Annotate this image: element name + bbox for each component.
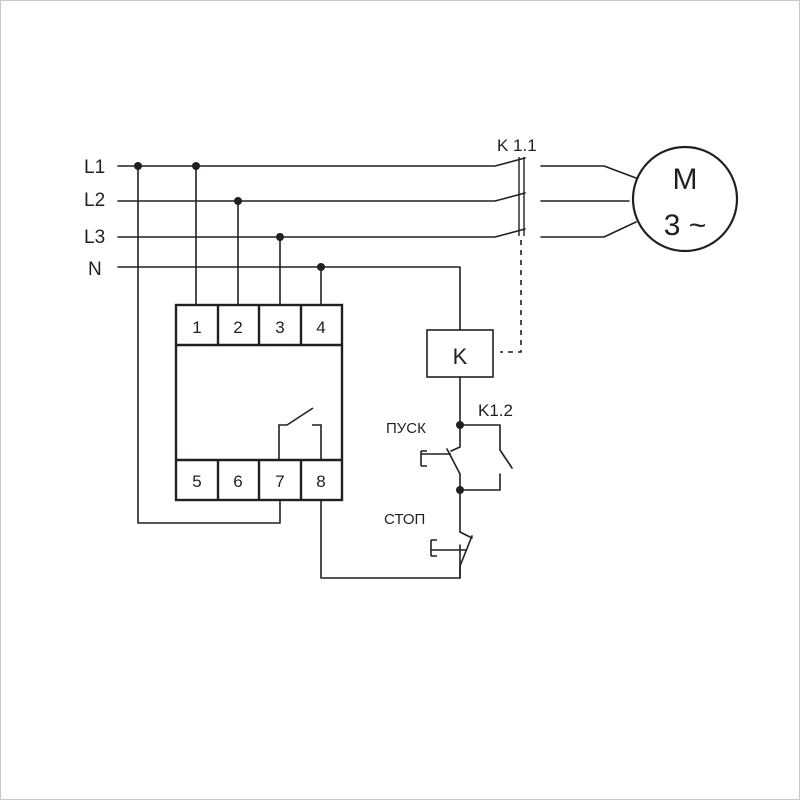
stop-button-label: СТОП: [384, 511, 425, 528]
terminal-6: 6: [233, 472, 242, 491]
terminal-2: 2: [233, 318, 242, 337]
motor-phase: 3 ~: [664, 209, 707, 242]
junction-dot: [317, 263, 325, 271]
contactor-coil: [426, 329, 494, 378]
start-button-cap: [421, 450, 427, 467]
line-label-n: N: [88, 259, 102, 280]
start-button-label: ПУСК: [386, 420, 426, 437]
aux-contact-upper: [459, 424, 513, 469]
line-label-l1: L1: [84, 157, 105, 178]
bus-l1: [117, 157, 526, 167]
stop-contact-upper: [459, 531, 473, 539]
bus-l2: [117, 192, 526, 202]
terminal-4: 4: [316, 318, 325, 337]
bus-n: [117, 266, 461, 331]
aux-contact-label: K1.2: [478, 401, 513, 420]
terminal-5: 5: [192, 472, 201, 491]
junction-dot: [234, 197, 242, 205]
terminal-1: 1: [192, 318, 201, 337]
motor-letter: M: [673, 163, 698, 196]
wire-terminal-8-to-stop: [320, 499, 461, 579]
bus-l3: [117, 228, 526, 238]
contact-l1-to-motor: [540, 165, 637, 179]
terminal-7: 7: [275, 472, 284, 491]
stop-contact-blade: [459, 535, 473, 579]
line-label-l2: L2: [84, 190, 105, 211]
line-label-l3: L3: [84, 227, 105, 248]
relay-internal-contact-fixed: [312, 424, 322, 460]
junction-dot: [192, 162, 200, 170]
relay-internal-contact-arm: [278, 407, 314, 460]
junction-dot: [276, 233, 284, 241]
coil-label: K: [453, 344, 468, 369]
main-contacts-label: K 1.1: [497, 136, 537, 155]
junction-dot: [134, 162, 142, 170]
stop-button-cap: [431, 539, 437, 557]
motor-circle: [631, 145, 739, 253]
coil-linkage-dashed: [500, 240, 522, 353]
contact-l3-to-motor: [540, 221, 637, 238]
terminal-3: 3: [275, 318, 284, 337]
terminal-8: 8: [316, 472, 325, 491]
start-contact-blade: [446, 448, 461, 491]
wire-l1-to-terminal-7: [137, 165, 281, 524]
aux-contact-lower: [459, 473, 501, 491]
start-contact-top: [450, 424, 461, 452]
